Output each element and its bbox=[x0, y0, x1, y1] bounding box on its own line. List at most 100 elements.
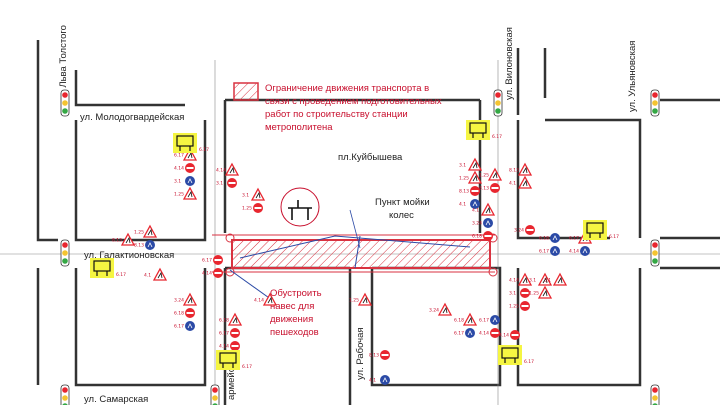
street-rabochaya: ул. Рабочая bbox=[355, 327, 366, 380]
svg-text:8.13: 8.13 bbox=[459, 189, 469, 195]
highlighted-sign-board: 6.17 bbox=[90, 258, 126, 278]
svg-text:1.25: 1.25 bbox=[459, 176, 469, 182]
highlighted-sign-board: 6.17 bbox=[216, 350, 252, 370]
svg-text:6.17: 6.17 bbox=[479, 318, 489, 324]
canopy-label-4: пешеходов bbox=[270, 327, 319, 338]
street-lva-tolstogo: ул. Льва Толстого bbox=[58, 25, 69, 103]
street-molodogvardeyskaya: ул. Молодогвардейская bbox=[80, 112, 184, 123]
block-nw-top bbox=[36, 40, 78, 100]
svg-text:3.24: 3.24 bbox=[174, 298, 184, 304]
block-ne-top bbox=[516, 48, 547, 115]
svg-text:1.25: 1.25 bbox=[529, 291, 539, 297]
svg-text:4.1: 4.1 bbox=[509, 181, 516, 187]
svg-text:1.25: 1.25 bbox=[509, 304, 519, 310]
road-sign-stack: 3.1 1.25 bbox=[242, 187, 266, 213]
svg-text:4.1: 4.1 bbox=[472, 208, 479, 214]
svg-text:4.1: 4.1 bbox=[369, 378, 376, 384]
wash-label-2: колес bbox=[389, 210, 414, 221]
svg-text:3.1: 3.1 bbox=[509, 291, 516, 297]
street-galaktionovskaya: ул. Галактионовская bbox=[84, 250, 174, 261]
road-sign-stack: 3.24 bbox=[429, 302, 453, 316]
road-sign-stack: 6.174.143.11.25 bbox=[174, 147, 198, 200]
svg-text:8.13: 8.13 bbox=[479, 186, 489, 192]
canopy-label-2: навес для bbox=[270, 301, 314, 312]
road-sign-stack: 6.18 6.17 bbox=[454, 312, 478, 338]
svg-text:4.14: 4.14 bbox=[202, 271, 212, 277]
svg-text:3.1: 3.1 bbox=[544, 278, 551, 284]
road-sign-stack: 4.14 bbox=[499, 330, 520, 340]
svg-text:3.1: 3.1 bbox=[529, 278, 536, 284]
canopy-icon bbox=[288, 200, 312, 220]
square-label: пл.Куйбышева bbox=[338, 152, 403, 163]
svg-text:8.13: 8.13 bbox=[509, 168, 519, 174]
svg-text:1.25: 1.25 bbox=[242, 206, 252, 212]
street-armeyskaya: армейская bbox=[226, 353, 237, 400]
highlighted-sign-boards: 6.17 6.17 6.17 6.17 6.17 6.17 bbox=[90, 120, 619, 370]
svg-text:1.25: 1.25 bbox=[349, 298, 359, 304]
svg-text:6.17: 6.17 bbox=[199, 147, 209, 153]
callout-wash: Пункт мойки колес bbox=[280, 187, 430, 249]
svg-text:4.14: 4.14 bbox=[254, 298, 264, 304]
svg-text:4.14: 4.14 bbox=[219, 344, 229, 350]
legend-line-3: работ по строительству станции bbox=[265, 109, 408, 120]
road-sign-stack: 4.1 bbox=[144, 267, 168, 281]
svg-text:3.24: 3.24 bbox=[514, 228, 524, 234]
traffic-signals bbox=[60, 89, 660, 405]
svg-text:6.17: 6.17 bbox=[202, 258, 212, 264]
road-sign-stack: 3.246.186.17 bbox=[174, 292, 198, 331]
svg-text:8.13: 8.13 bbox=[112, 238, 122, 244]
highlighted-sign-board: 6.17 bbox=[583, 220, 619, 240]
traffic-light-icon bbox=[60, 89, 70, 117]
svg-text:6.18: 6.18 bbox=[472, 234, 482, 240]
svg-text:3.1: 3.1 bbox=[459, 163, 466, 169]
svg-text:6.17: 6.17 bbox=[454, 331, 464, 337]
legend-line-4: метрополитена bbox=[265, 122, 333, 133]
traffic-light-icon bbox=[650, 239, 660, 267]
legend-swatch bbox=[233, 82, 259, 101]
highlighted-sign-board: 6.17 bbox=[498, 345, 534, 365]
svg-text:6.17: 6.17 bbox=[492, 134, 502, 140]
svg-text:4.14: 4.14 bbox=[216, 168, 226, 174]
svg-text:8.13: 8.13 bbox=[134, 243, 144, 249]
road-sign-stack: 8.13 bbox=[369, 350, 390, 360]
canopy-label-1: Обустроить bbox=[270, 288, 322, 299]
traffic-light-icon bbox=[210, 384, 220, 405]
legend-line-1: Ограничение движения транспорта в bbox=[265, 83, 429, 94]
road-sign-stack: 8.13 4.1 bbox=[509, 162, 533, 189]
road-sign-stack: 3.24 bbox=[514, 225, 535, 235]
svg-text:3.1: 3.1 bbox=[242, 193, 249, 199]
svg-text:4.14: 4.14 bbox=[174, 166, 184, 172]
svg-text:6.17: 6.17 bbox=[219, 331, 229, 337]
road-sign-stack: 4.1 bbox=[369, 375, 390, 385]
road-sign-stack: 6.17 4.14 bbox=[479, 315, 500, 338]
svg-text:4.14: 4.14 bbox=[499, 333, 509, 339]
road-sign-stack: 1.258.13 bbox=[134, 224, 158, 250]
svg-text:3.24: 3.24 bbox=[472, 221, 482, 227]
svg-text:6.17: 6.17 bbox=[174, 153, 184, 159]
street-ulyanovskaya: ул. Ульяновская bbox=[627, 41, 638, 112]
road-sign-stack: 4.14 bbox=[254, 292, 278, 306]
block-ne-right bbox=[660, 98, 720, 240]
road-sign-stack: 8.13 bbox=[112, 232, 136, 246]
road-sign-stack: 4.143.1 bbox=[216, 162, 240, 188]
road-sign-stack: 6.186.17 bbox=[539, 233, 560, 256]
traffic-light-icon bbox=[493, 89, 503, 117]
highlighted-sign-board: 6.17 bbox=[173, 133, 209, 153]
svg-text:6.17: 6.17 bbox=[569, 236, 579, 242]
svg-text:6.18: 6.18 bbox=[454, 318, 464, 324]
svg-text:1.25: 1.25 bbox=[174, 192, 184, 198]
svg-text:4.14: 4.14 bbox=[479, 331, 489, 337]
road-sign-stack: 1.258.13 bbox=[479, 167, 503, 193]
canopy-icon-circle bbox=[280, 187, 320, 227]
callout-canopy: Обустроить навес для движения пешеходов bbox=[270, 288, 322, 338]
svg-text:3.24: 3.24 bbox=[429, 308, 439, 314]
svg-text:6.17: 6.17 bbox=[524, 359, 534, 365]
block-nw bbox=[36, 100, 58, 242]
block-ne bbox=[516, 118, 642, 240]
svg-text:4.14: 4.14 bbox=[509, 278, 519, 284]
svg-text:4.14: 4.14 bbox=[569, 249, 579, 255]
svg-text:6.17: 6.17 bbox=[609, 234, 619, 240]
canopy-label-3: движения bbox=[270, 314, 313, 325]
